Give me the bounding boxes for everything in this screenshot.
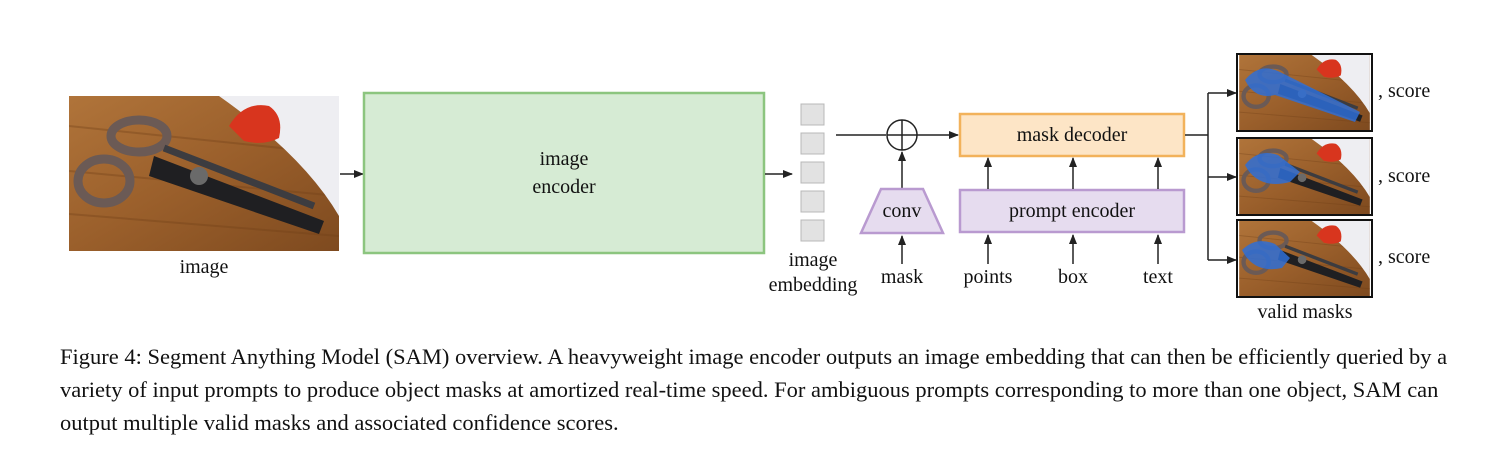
score-label-2: , score [1378,165,1431,187]
score-label-1: , score [1378,80,1431,102]
figure-caption: Figure 4: Segment Anything Model (SAM) o… [60,344,1448,435]
image-embedding-label-line2: embedding [768,274,858,296]
image-encoder-label: image encoder [364,93,764,253]
output-branches [1185,89,1237,264]
sum-node [886,119,918,151]
prompt-box-label: box [1058,266,1088,288]
image-encoder-box [362,91,766,255]
image-encoder-label-line1: image [539,148,589,170]
output-mask-2 [1236,137,1373,216]
prompt-encoder-label: prompt encoder [1008,200,1136,222]
score-label-3: , score [1378,246,1431,268]
output-mask-3 [1236,219,1373,298]
mask-decoder-label: mask decoder [1016,124,1128,146]
input-image [69,96,339,251]
prompt-encoder-box [958,188,1186,234]
image-embedding-label: image embedding [757,248,869,298]
prompt-text-label: text [1143,266,1173,288]
image-embedding-stack [800,103,825,242]
mask-decoder-box [958,112,1186,158]
prompt-points-label: points [963,266,1013,288]
conv-box [859,187,945,235]
output-mask-1 [1236,53,1373,132]
image-embedding-label-line1: image [788,249,838,271]
input-image-label: image [179,256,229,278]
prompt-mask-label: mask [880,266,924,288]
valid-masks-label: valid masks [1257,301,1353,323]
conv-label: conv [882,200,922,222]
image-encoder-label-line2: encoder [532,176,596,198]
